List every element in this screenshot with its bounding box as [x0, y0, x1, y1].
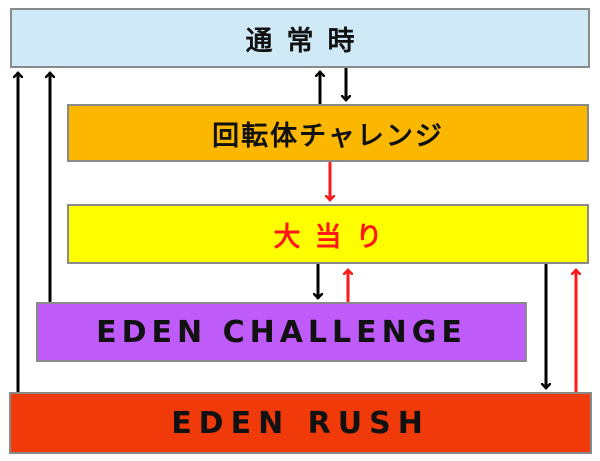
node-normal-label: 通常時 [245, 25, 369, 57]
node-normal: 通常時 [10, 8, 590, 68]
node-rush-label: EDEN RUSH [171, 405, 430, 441]
node-jackpot-label: 大当り [273, 221, 397, 253]
node-rotation-label: 回転体チャレンジ [212, 120, 444, 152]
node-jackpot: 大当り [67, 204, 589, 264]
node-challenge: EDEN CHALLENGE [36, 302, 527, 362]
node-rotation: 回転体チャレンジ [67, 104, 589, 162]
node-rush: EDEN RUSH [9, 392, 592, 454]
node-challenge-label: EDEN CHALLENGE [96, 314, 467, 350]
